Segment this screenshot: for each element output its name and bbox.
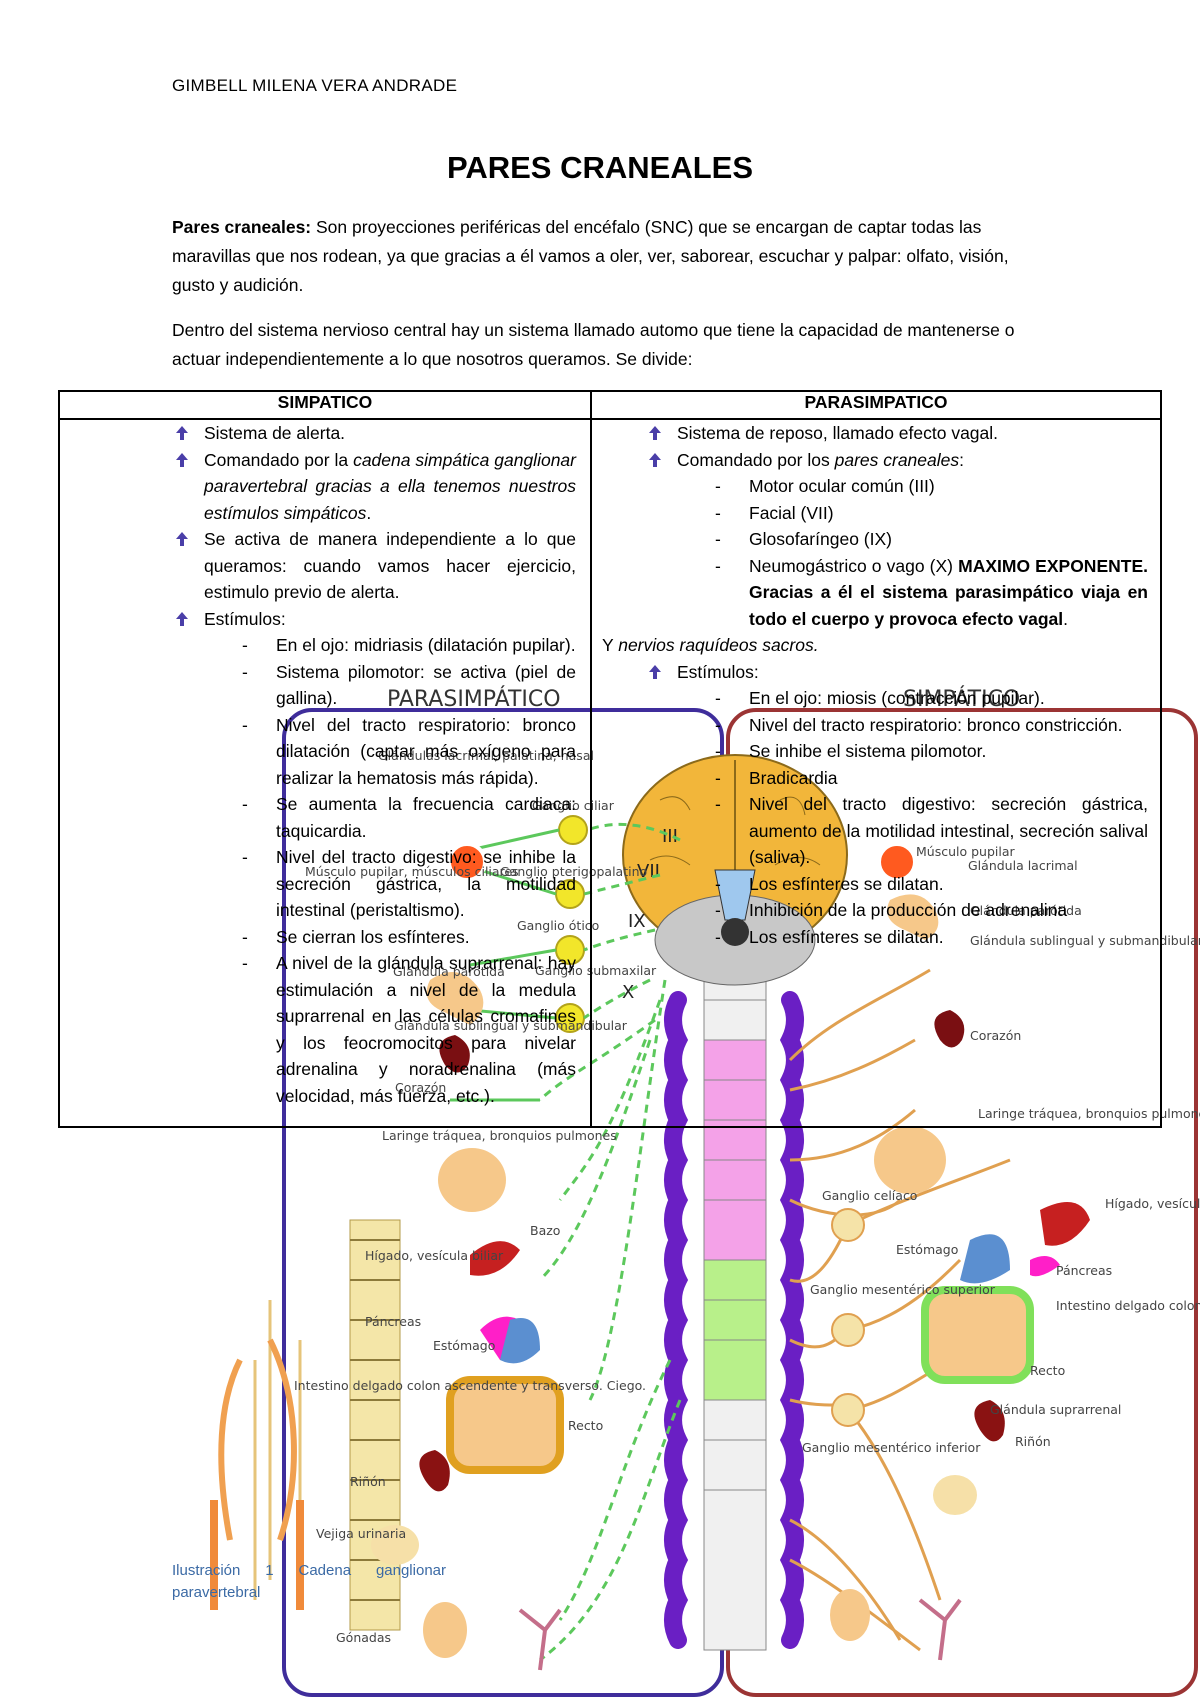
label-intestino-para: Intestino delgado colon ascendente y tra…: [294, 1378, 646, 1393]
para-stimulus-2: -Nivel del tracto respiratorio: bronco c…: [715, 714, 1123, 735]
para-bullet-1: Sistema de reposo, llamado efecto vagal.: [649, 420, 1148, 447]
label-estomago-para: Estómago: [433, 1338, 495, 1353]
arrow-bullet-icon: [649, 664, 661, 679]
nerve-3: -Glosofaríngeo (IX): [715, 529, 892, 549]
simp-stimulus-5: -Nivel del tracto digestivo: se inhibe l…: [242, 847, 576, 920]
label-vejiga: Vejiga urinaria: [316, 1526, 406, 1541]
intro-term: Pares craneales:: [172, 217, 312, 237]
label-recto-simp: Recto: [1030, 1363, 1065, 1378]
para-stimulus-5: -Nivel del tracto digestivo: secreción g…: [715, 794, 1148, 867]
simp-stimulus-4: -Se aumenta la frecuencia cardiaca: taqu…: [242, 794, 576, 841]
para-bullet-3: Estímulos: -En el ojo: miosis (contracci…: [649, 659, 1148, 951]
header-simpatico: SIMPATICO: [58, 390, 592, 420]
arrow-bullet-icon: [176, 452, 188, 467]
figure-caption: Ilustración 1 Cadena ganglionar paravert…: [172, 1562, 446, 1601]
label-ganglio-mesenterico-superior: Ganglio mesentérico superior: [810, 1282, 996, 1297]
intro-paragraph-2: Dentro del sistema nervioso central hay …: [172, 320, 1015, 369]
simpatico-cell: Sistema de alerta. Comandado por la cade…: [58, 418, 592, 1128]
label-higado-para: Hígado, vesícula biliar: [365, 1248, 504, 1263]
author-name: GIMBELL MILENA VERA ANDRADE: [172, 76, 458, 95]
arrow-bullet-icon: [176, 532, 188, 546]
para-stimulus-3: -Se inhibe el sistema pilomotor.: [715, 741, 987, 761]
sacral-nerves-line: Y nervios raquídeos sacros.: [602, 635, 819, 655]
label-bazo: Bazo: [530, 1223, 560, 1238]
simp-ganglia: [831, 1208, 865, 1427]
header-parasimpatico: PARASIMPATICO: [590, 390, 1162, 420]
simp-stimulus-6: -Se cierran los esfínteres.: [242, 926, 470, 947]
simp-bullet-1: Sistema de alerta.: [176, 420, 576, 447]
label-ganglio-celiaco: Ganglio celíaco: [822, 1188, 917, 1203]
label-higado-simp: Hígado, vesícula biliar: [1105, 1196, 1200, 1211]
simpatico-list: Sistema de alerta. Comandado por la cade…: [176, 420, 576, 1110]
parasimpatico-cell: Sistema de reposo, llamado efecto vagal.…: [590, 418, 1162, 1128]
label-intestino-simp: Intestino delgado colon ascendente y tra…: [1056, 1298, 1200, 1313]
simp-stimulus-3: -Nivel del tracto respiratorio: bronco d…: [242, 714, 576, 788]
simp-stimulus-2: -Sistema pilomotor: se activa (piel de g…: [242, 661, 576, 709]
label-estomago-simp: Estómago: [896, 1242, 958, 1257]
para-stimuli-list: -En el ojo: miosis (contracción pupilar)…: [715, 685, 1148, 950]
label-recto-para: Recto: [568, 1418, 603, 1433]
simp-stimulus-7: -A nivel de la glándula suprarrenal: hay…: [242, 953, 576, 1106]
simp-stimuli-list: -En el ojo: midriasis (dilatación pupila…: [242, 632, 576, 1109]
label-laringe-para: Laringe tráquea, bronquios pulmones: [382, 1128, 617, 1143]
nerve-2: -Facial (VII): [715, 502, 834, 523]
nerve-1: -Motor ocular común (III): [715, 476, 935, 496]
arrow-bullet-icon: [176, 611, 188, 626]
para-stimulus-4: -Bradicardia: [715, 767, 838, 788]
label-ganglio-mesenterico-inferior: Ganglio mesentérico inferior: [802, 1440, 981, 1455]
cranial-nerve-list: -Motor ocular común (III) -Facial (VII) …: [715, 473, 1148, 632]
simp-stimulus-1: -En el ojo: midriasis (dilatación pupila…: [242, 635, 576, 655]
para-stimulus-8: -Los esfínteres se dilatan.: [715, 926, 944, 947]
para-stimulus-7: -Inhibición de la producción de adrenali…: [715, 900, 1068, 920]
arrow-bullet-icon: [649, 426, 661, 440]
comparison-table: SIMPATICO PARASIMPATICO Sistema de alert…: [58, 390, 1162, 1128]
simp-bullet-4: Estímulos: -En el ojo: midriasis (dilata…: [176, 606, 576, 1110]
para-stimulus-1: -En el ojo: miosis (contracción pupilar)…: [715, 688, 1045, 708]
arrow-bullet-icon: [649, 452, 661, 467]
label-glandula-suprarrenal: Glándula suprarrenal: [990, 1402, 1121, 1417]
label-pancreas-simp: Páncreas: [1056, 1263, 1112, 1278]
label-rinon-simp: Riñón: [1015, 1434, 1051, 1449]
intro-definition: Son proyecciones periféricas del encéfal…: [172, 217, 1009, 295]
para-bullet-2: Comandado por los pares craneales: -Moto…: [649, 447, 1148, 633]
simp-bullet-3: Se activa de manera independiente a lo q…: [176, 526, 576, 606]
para-stimulus-6: -Los esfínteres se dilatan.: [715, 873, 944, 894]
parasimpatico-list: Sistema de reposo, llamado efecto vagal.…: [649, 420, 1148, 633]
label-gonadas: Gónadas: [336, 1630, 391, 1645]
intro-paragraph-1: Pares craneales: Son proyecciones perifé…: [172, 213, 1022, 300]
arrow-bullet-icon: [176, 426, 188, 440]
nerve-4-vago: -Neumogástrico o vago (X) MAXIMO EXPONEN…: [715, 555, 1148, 629]
para-stimuli-block: Estímulos: -En el ojo: miosis (contracci…: [649, 659, 1148, 951]
label-rinon-para: Riñón: [350, 1474, 386, 1489]
simp-bullet-2: Comandado por la cadena simpática gangli…: [176, 447, 576, 527]
page-title: PARES CRANEALES: [446, 150, 754, 185]
label-pancreas-para: Páncreas: [365, 1314, 421, 1329]
